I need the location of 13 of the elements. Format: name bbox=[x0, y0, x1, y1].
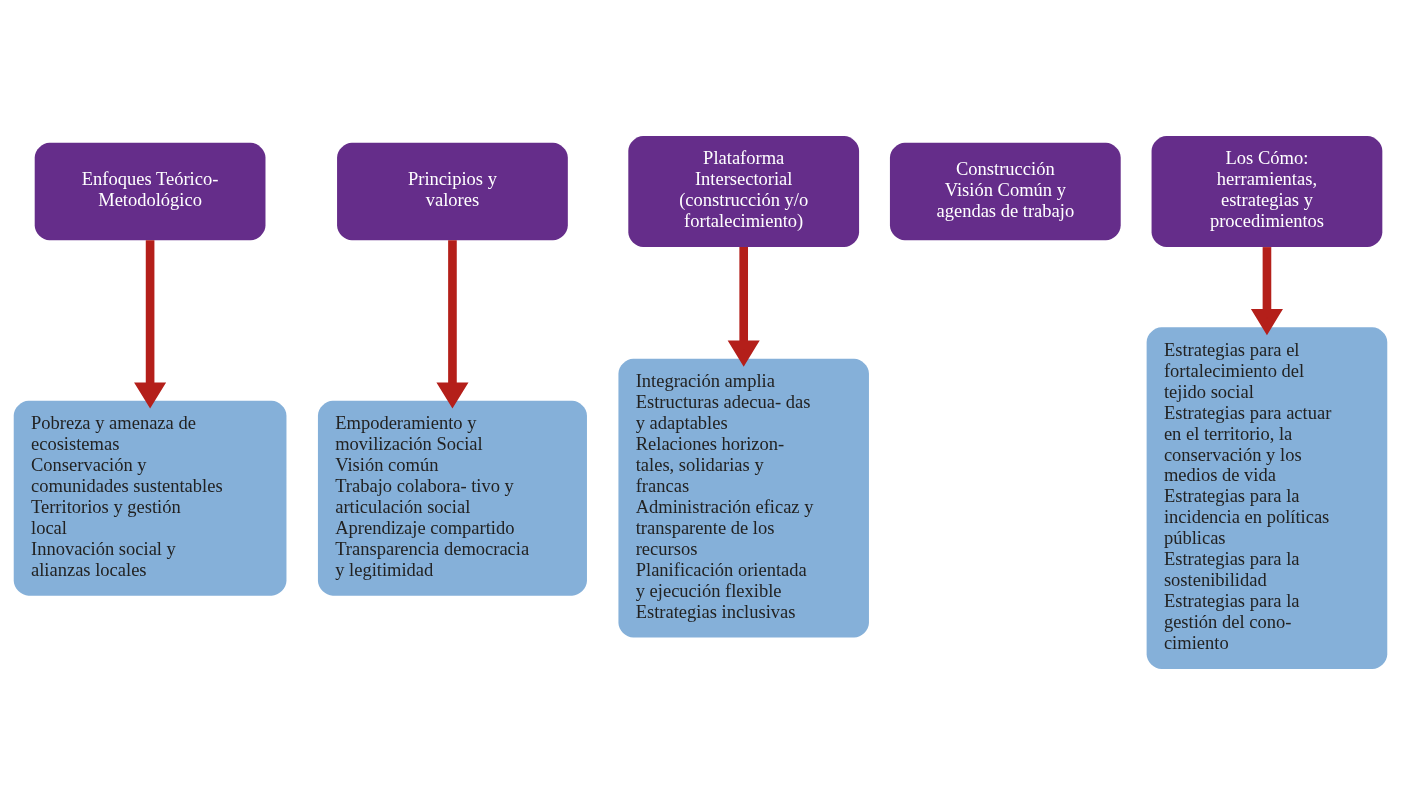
arrow bbox=[436, 240, 469, 409]
node-box: Estrategias para el fortalecimiento del tejido social Estrategias para actuar en el territorio, la conservación y los medios de vida Estrategias para la incidencia en políticas públicas Estrategias para la sostenibilidad Estrategias para la gestión del cono- cimiento bbox=[1146, 327, 1388, 670]
node-box: Pobreza y amenaza de ecosistemas Conservación y comunidades sustentables Territorios y gestión local Innovación social y alianzas locales bbox=[13, 400, 287, 596]
node-box: Los Cómo: herramientas, estrategias y procedimientos bbox=[1151, 135, 1383, 247]
arrow bbox=[727, 247, 760, 367]
arrow bbox=[1250, 247, 1283, 336]
node-box: Principios y valores bbox=[337, 142, 568, 241]
node-box: Plataforma Intersectorial (construcción y/o fortalecimiento) bbox=[628, 135, 860, 247]
node-box: Enfoques Teórico- Metodológico bbox=[34, 142, 266, 241]
node-box: Empoderamiento y movilización Social Visión común Trabajo colabora- tivo y articulación social Aprendizaje compartido Transparencia democracia y legitimidad bbox=[317, 400, 587, 596]
node-box: Integración amplia Estructuras adecua- das y adaptables Relaciones horizon- tales, solidarias y francas Administración eficaz y transparente de los recursos Planificación orientada y ejecución flexible Estrategias inclusivas bbox=[618, 358, 869, 638]
arrow bbox=[134, 240, 167, 409]
node-box: Construcción Visión Común y agendas de trabajo bbox=[889, 142, 1121, 241]
